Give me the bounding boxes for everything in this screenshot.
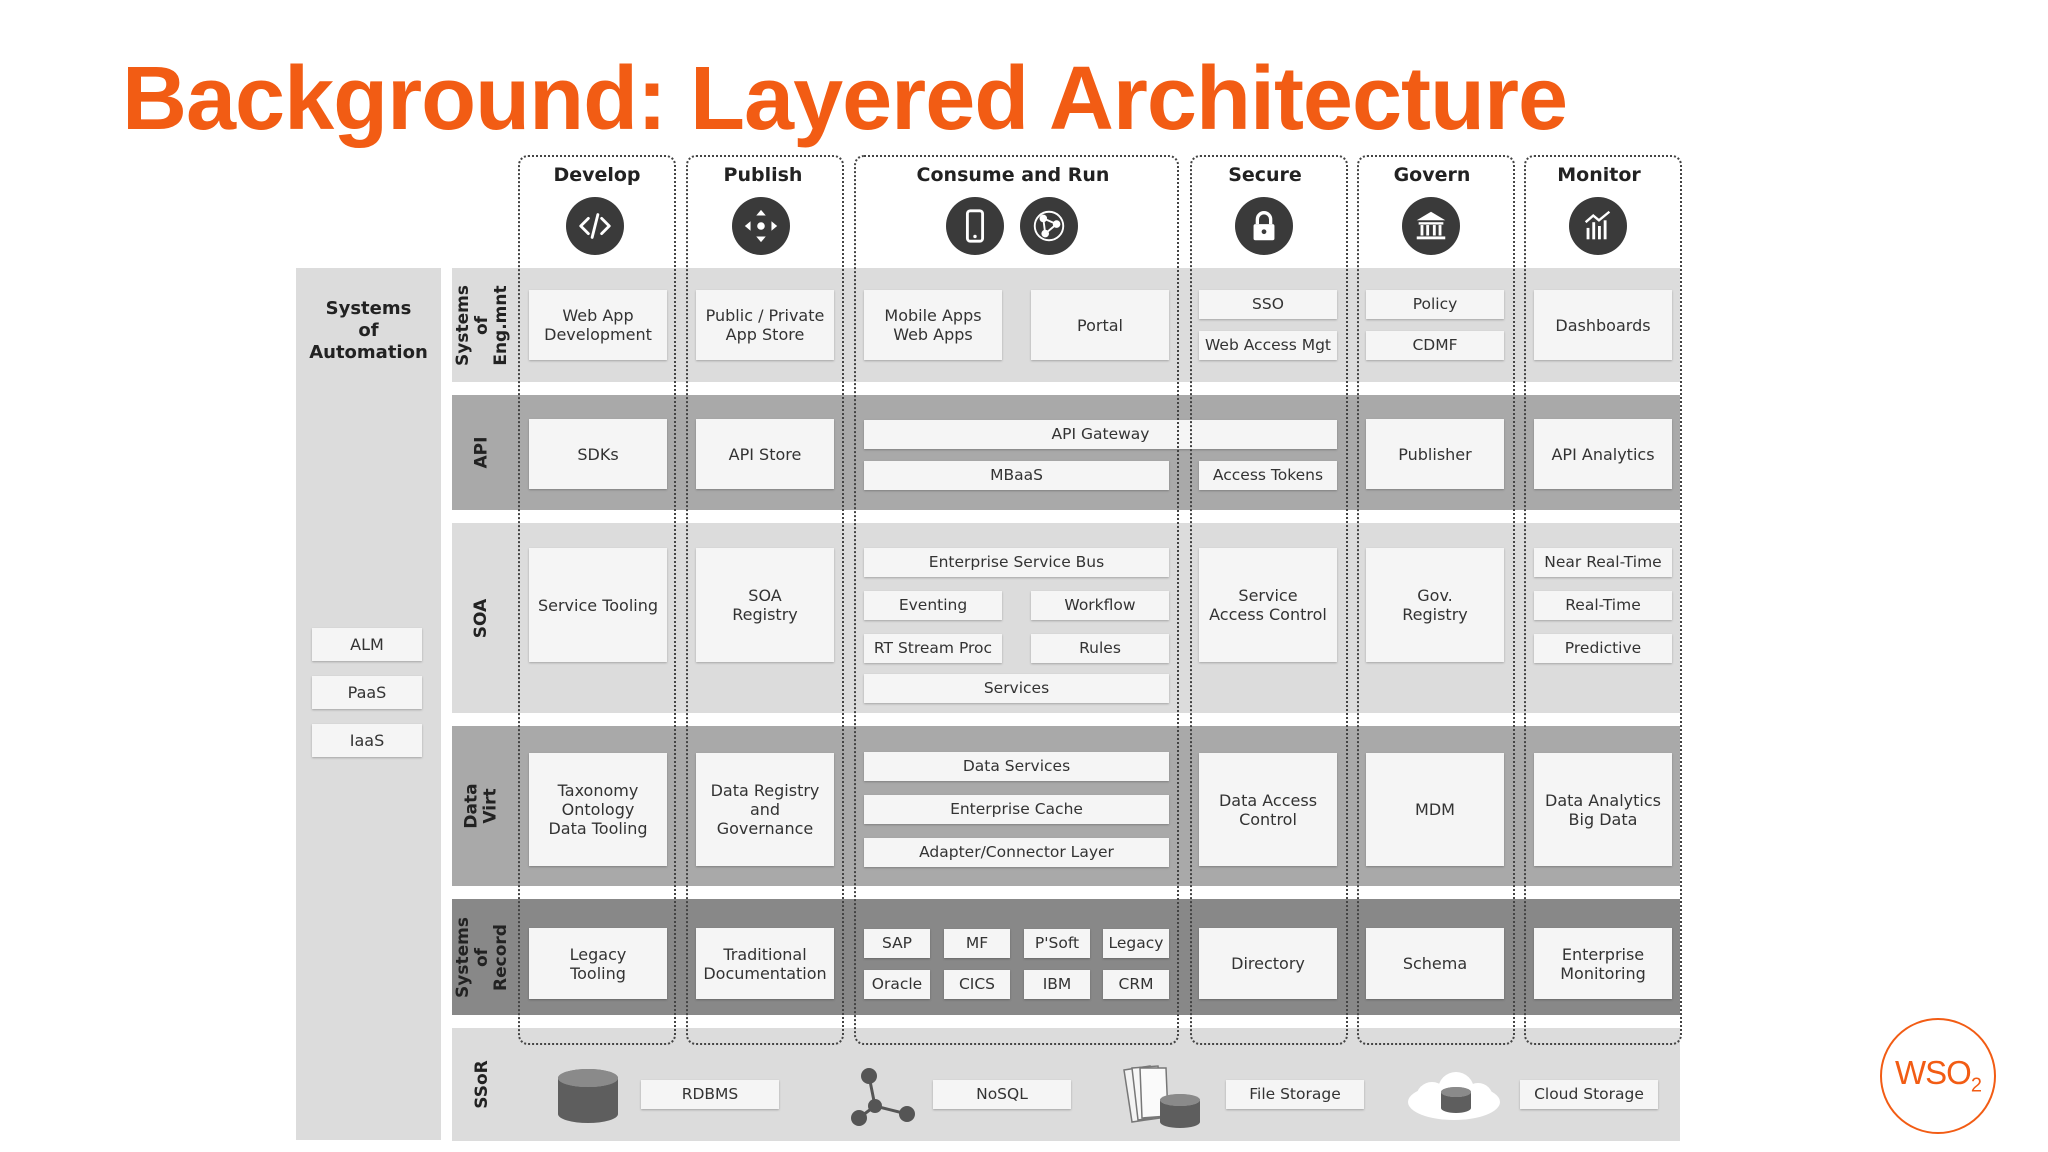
crm-box: CRM	[1103, 970, 1169, 999]
cloud-storage-icon	[1404, 1072, 1504, 1124]
web-app-development-box: Web App Development	[529, 290, 667, 360]
wso2-logo: WSO2	[1880, 1018, 1996, 1134]
alm-box: ALM	[312, 628, 422, 661]
legacy-box: Legacy	[1103, 929, 1169, 958]
column-header-consume-and-run: Consume and Run	[916, 164, 1110, 186]
column-header-publish: Publish	[723, 164, 803, 186]
rules-box: Rules	[1031, 634, 1169, 663]
column-outline-govern	[1357, 155, 1515, 1045]
rt-stream-proc-box: RT Stream Proc	[864, 634, 1002, 663]
paas-box: PaaS	[312, 676, 422, 709]
sap-box: SAP	[864, 929, 930, 958]
mdm-box: MDM	[1366, 753, 1504, 866]
dashboards-box: Dashboards	[1534, 290, 1672, 360]
systems-of-automation-label: Systems of Automation	[309, 298, 428, 363]
mbaas-box: MBaaS	[864, 461, 1169, 490]
nosql-graph-icon	[849, 1066, 919, 1128]
network-icon	[1020, 197, 1078, 255]
api-analytics-box: API Analytics	[1534, 419, 1672, 489]
predictive-box: Predictive	[1534, 634, 1672, 663]
database-icon	[556, 1068, 620, 1126]
column-outline-develop	[518, 155, 676, 1045]
column-outline-monitor	[1524, 155, 1682, 1045]
gov-registry-box: Gov. Registry	[1366, 548, 1504, 662]
sdks-box: SDKs	[529, 419, 667, 489]
column-outline-secure	[1190, 155, 1348, 1045]
oracle-box: Oracle	[864, 970, 930, 999]
wso2-logo-text: WSO2	[1895, 1054, 1982, 1097]
data-access-control-box: Data Access Control	[1199, 753, 1337, 866]
traditional-documentation-box: Traditional Documentation	[696, 928, 834, 999]
publisher-box: Publisher	[1366, 419, 1504, 489]
column-header-govern: Govern	[1393, 164, 1471, 186]
cloud-storage-box: Cloud Storage	[1520, 1080, 1658, 1109]
schema-box: Schema	[1366, 928, 1504, 999]
enterprise-monitoring-box: Enterprise Monitoring	[1534, 928, 1672, 999]
api-gateway-box: API Gateway	[864, 420, 1337, 449]
eventing-box: Eventing	[864, 591, 1002, 620]
column-outline-publish	[686, 155, 844, 1045]
column-header-develop: Develop	[553, 164, 641, 186]
taxonomy-ontology-box: Taxonomy Ontology Data Tooling	[529, 753, 667, 866]
file-storage-icon	[1120, 1062, 1202, 1130]
app-store-box: Public / Private App Store	[696, 290, 834, 360]
page-title: Background: Layered Architecture	[122, 49, 1568, 149]
file-storage-box: File Storage	[1226, 1080, 1364, 1109]
mobile-web-apps-box: Mobile Apps Web Apps	[864, 290, 1002, 360]
row-label-ssor: SSoR	[471, 1060, 492, 1109]
row-label-api: API	[471, 436, 492, 469]
government-building-icon	[1402, 197, 1460, 255]
services-box: Services	[864, 674, 1169, 703]
row-label-soa: SOA	[471, 598, 492, 638]
column-outline-consume-and-run	[854, 155, 1179, 1045]
nosql-box: NoSQL	[933, 1080, 1071, 1109]
near-real-time-box: Near Real-Time	[1534, 548, 1672, 577]
legacy-tooling-box: Legacy Tooling	[529, 928, 667, 999]
access-tokens-box: Access Tokens	[1199, 461, 1337, 490]
data-registry-governance-box: Data Registry and Governance	[696, 753, 834, 866]
move-arrows-icon	[732, 197, 790, 255]
data-analytics-big-data-box: Data Analytics Big Data	[1534, 753, 1672, 866]
policy-box: Policy	[1366, 290, 1504, 319]
code-icon	[566, 197, 624, 255]
column-header-secure: Secure	[1228, 164, 1302, 186]
workflow-box: Workflow	[1031, 591, 1169, 620]
service-access-control-box: Service Access Control	[1199, 548, 1337, 662]
api-store-box: API Store	[696, 419, 834, 489]
iaas-box: IaaS	[312, 724, 422, 757]
ibm-box: IBM	[1024, 970, 1090, 999]
real-time-box: Real-Time	[1534, 591, 1672, 620]
row-label-engagement: Systems of Eng.mnt	[452, 284, 511, 366]
portal-box: Portal	[1031, 290, 1169, 360]
rdbms-box: RDBMS	[641, 1080, 779, 1109]
row-label-systems-of-record: Systems of Record	[452, 916, 511, 998]
directory-box: Directory	[1199, 928, 1337, 999]
row-label-data-virt: Data Virt	[462, 783, 501, 829]
enterprise-service-bus-box: Enterprise Service Bus	[864, 548, 1169, 577]
web-access-mgt-box: Web Access Mgt	[1199, 331, 1337, 360]
psoft-box: P'Soft	[1024, 929, 1090, 958]
cics-box: CICS	[944, 970, 1010, 999]
soa-registry-box: SOA Registry	[696, 548, 834, 662]
enterprise-cache-box: Enterprise Cache	[864, 795, 1169, 824]
cdmf-box: CDMF	[1366, 331, 1504, 360]
data-services-box: Data Services	[864, 752, 1169, 781]
column-header-monitor: Monitor	[1557, 164, 1641, 186]
lock-icon	[1235, 197, 1293, 255]
analytics-chart-icon	[1569, 197, 1627, 255]
sso-box: SSO	[1199, 290, 1337, 319]
adapter-connector-layer-box: Adapter/Connector Layer	[864, 838, 1169, 867]
mobile-phone-icon	[946, 197, 1004, 255]
mf-box: MF	[944, 929, 1010, 958]
service-tooling-box: Service Tooling	[529, 548, 667, 662]
